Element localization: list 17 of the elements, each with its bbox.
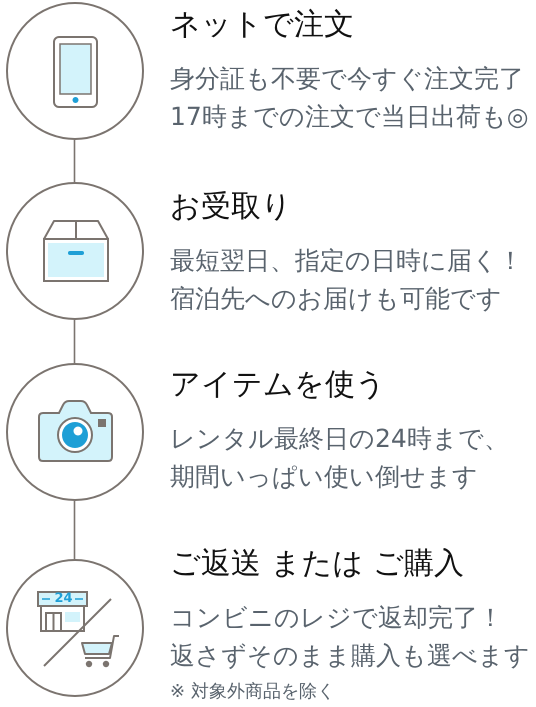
step-description: コンビニのレジで返却完了！ [170,602,504,634]
footnote: ※ 対象外商品を除く [170,681,336,703]
step-title: ネットで注文 [170,7,355,43]
connector-line [74,140,76,182]
step-description: 身分証も不要で今すぐ注文完了 [170,63,525,95]
step-description: 最短翌日、指定の日時に届く！ [170,245,523,277]
step-title: お受取り [170,189,293,225]
step-description: 宿泊先へのお届けも可能です [170,283,503,315]
store-sign-number: 24 [54,591,74,606]
step-description: 返さずそのまま購入も選べます [170,640,530,672]
step-title: ご返送 または ご購入 [170,546,466,582]
step-title: アイテムを使う [170,367,387,403]
connector-line [74,320,76,363]
connector-line [74,501,76,559]
step-description: レンタル最終日の24時まで、 [170,423,509,455]
step-description: 期間いっぱい使い倒せます [170,461,479,493]
step-description: 17時までの注文で当日出荷も◎ [170,101,529,133]
